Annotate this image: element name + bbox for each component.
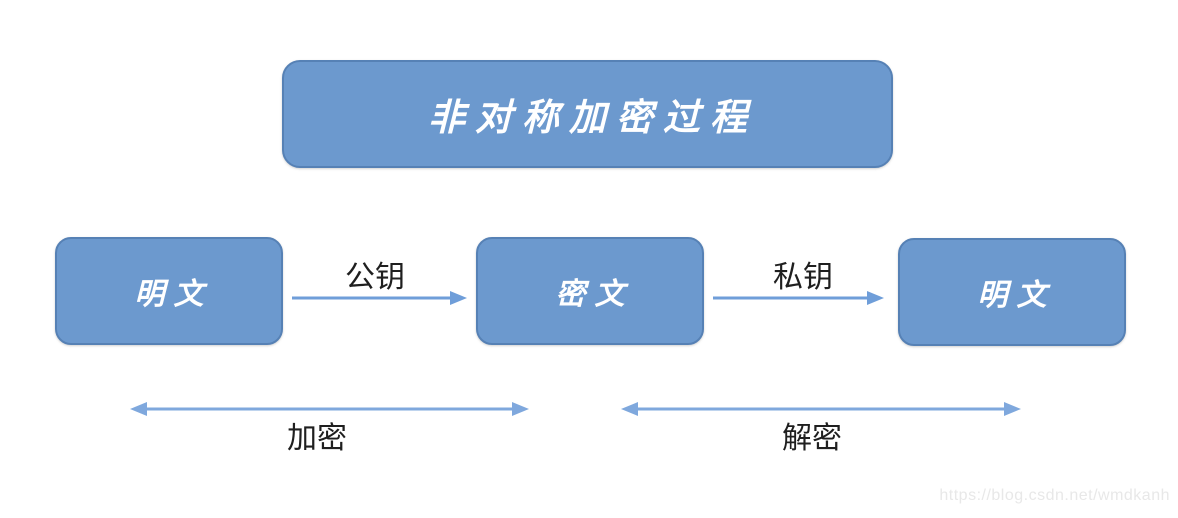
node-label: 明文 <box>134 278 213 311</box>
private-key-label: 私钥 <box>773 261 833 294</box>
node-plaintext-source: 明文 <box>55 237 283 345</box>
node-label: 明文 <box>977 279 1056 312</box>
public-key-label: 公钥 <box>345 261 405 294</box>
diagram-title: 非对称加密过程 <box>428 97 757 138</box>
node-label: 密文 <box>555 278 634 311</box>
title-box: 非对称加密过程 <box>282 60 893 168</box>
encrypt-label: 加密 <box>287 422 347 455</box>
decrypt-label: 解密 <box>782 422 842 455</box>
node-plaintext-result: 明文 <box>898 238 1126 346</box>
node-ciphertext: 密文 <box>476 237 704 345</box>
watermark-text: https://blog.csdn.net/wmdkanh <box>939 487 1170 504</box>
